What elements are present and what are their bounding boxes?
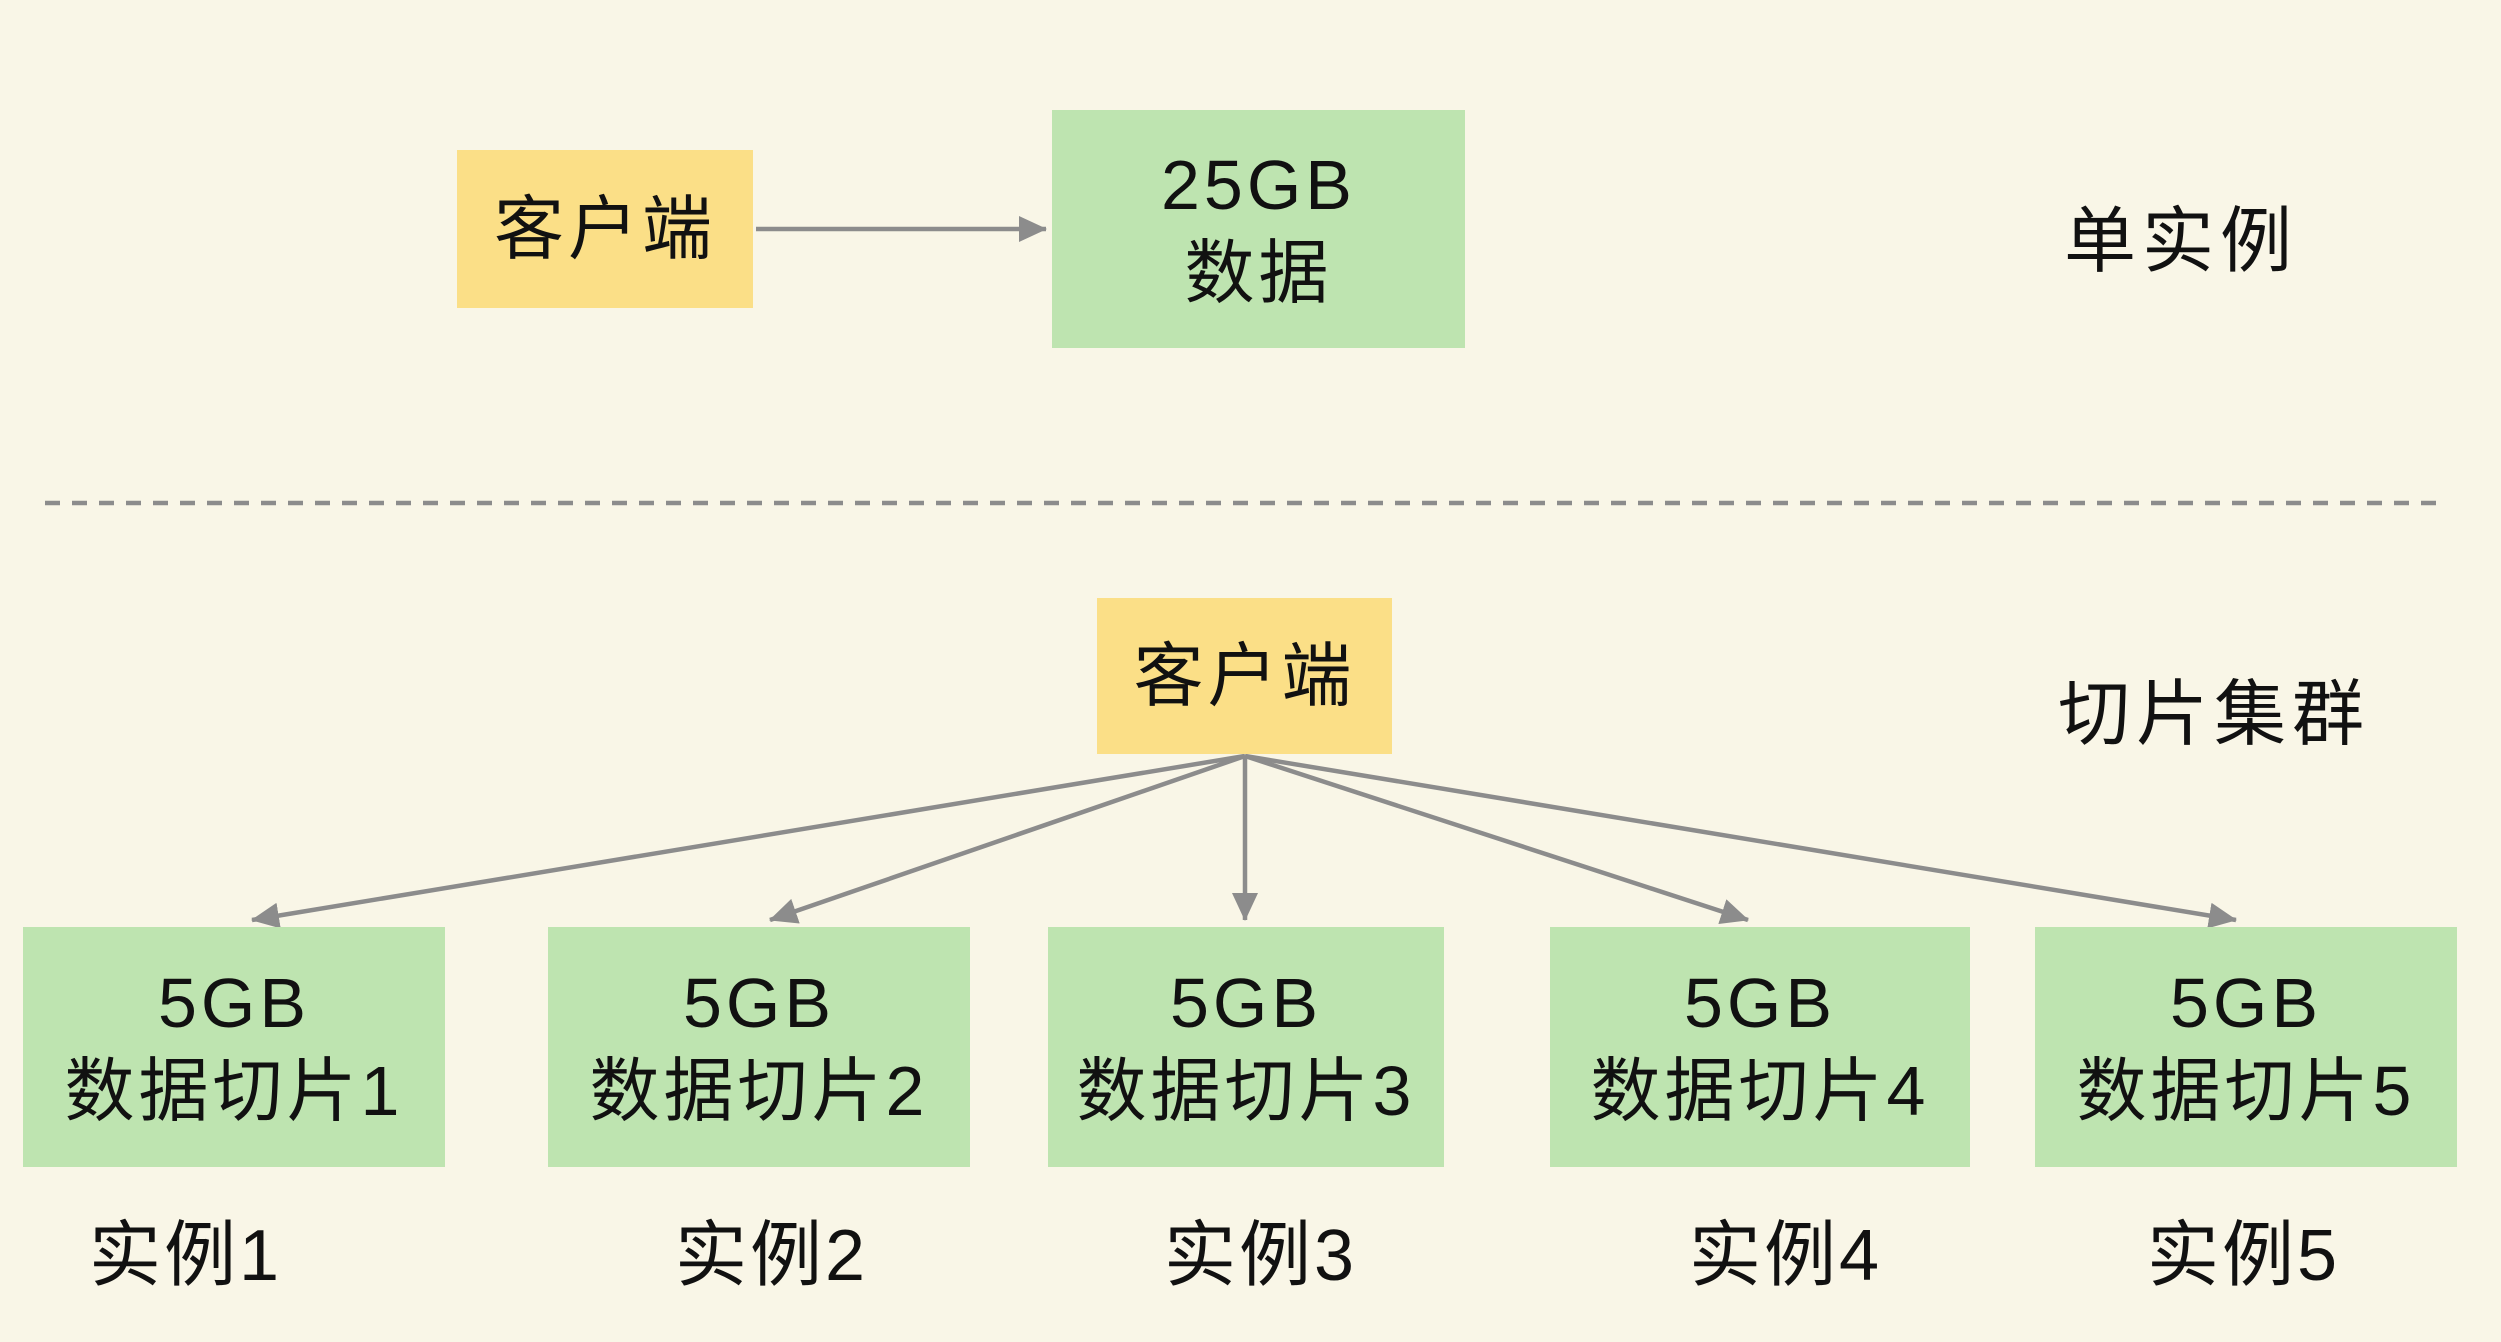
- client-box-cluster: 客户端: [1097, 598, 1392, 754]
- shard-box-4-size: 5GB: [1683, 963, 1837, 1042]
- shard-box-5-name: 数据切片5: [2076, 1052, 2416, 1130]
- arrow-client-to-shard-4: [1244, 753, 1749, 924]
- shard-box-2: 5GB 数据切片2: [548, 927, 970, 1167]
- data-box-25gb-size: 25GB: [1161, 145, 1356, 224]
- data-box-25gb: 25GB 数据: [1052, 110, 1465, 348]
- shard-box-4-name: 数据切片4: [1590, 1052, 1930, 1130]
- shard-box-1: 5GB 数据切片1: [23, 927, 445, 1167]
- client-box-single-label: 客户端: [494, 189, 716, 268]
- shard-box-3-size: 5GB: [1169, 963, 1323, 1042]
- shard-box-1-size: 5GB: [157, 963, 311, 1042]
- instance-label-5: 实例5: [2147, 1216, 2341, 1296]
- instance-label-1: 实例1: [89, 1216, 283, 1296]
- shard-box-2-size: 5GB: [682, 963, 836, 1042]
- shard-box-3: 5GB 数据切片3: [1048, 927, 1444, 1167]
- shard-box-4: 5GB 数据切片4: [1550, 927, 1970, 1167]
- shard-box-3-name: 数据切片3: [1076, 1052, 1416, 1130]
- instance-label-3: 实例3: [1164, 1216, 1358, 1296]
- instance-label-2: 实例2: [675, 1216, 869, 1296]
- arrow-client-to-shard-1: [251, 753, 1246, 929]
- arrow-client-to-shard-2: [769, 753, 1246, 924]
- shard-box-5-size: 5GB: [2169, 963, 2323, 1042]
- arrow-client-to-shard-5: [1244, 753, 2237, 929]
- client-box-cluster-label: 客户端: [1133, 636, 1356, 715]
- section-label-sharded-cluster: 切片集群: [2058, 675, 2371, 755]
- section-label-single-instance: 单实例: [2064, 202, 2299, 282]
- data-box-25gb-label: 数据: [1184, 234, 1333, 312]
- instance-label-4: 实例4: [1689, 1216, 1883, 1296]
- shard-box-2-name: 数据切片2: [589, 1052, 929, 1130]
- shard-box-1-name: 数据切片1: [64, 1052, 404, 1130]
- shard-box-5: 5GB 数据切片5: [2035, 927, 2457, 1167]
- client-box-single: 客户端: [457, 150, 753, 308]
